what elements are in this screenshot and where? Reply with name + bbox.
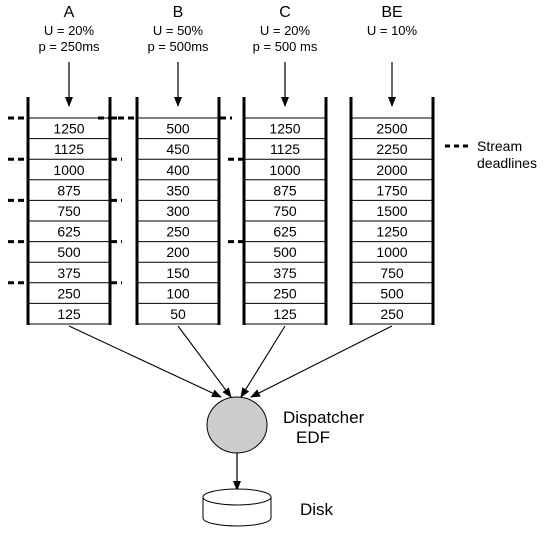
queue-entry-value: 50 [170,306,186,322]
queue-to-dispatcher-arrow [177,325,232,398]
queue-entry-value: 750 [57,203,81,219]
legend: Stream deadlines [445,138,537,171]
queue-to-dispatcher-arrow [240,325,286,398]
dispatcher-node [206,396,268,454]
queue-entry-value: 875 [273,182,297,198]
dispatcher-label: Dispatcher [283,408,365,427]
queue-entry-value: 100 [166,285,190,301]
queues-group: AU = 20%p = 250ms12501125100087575062550… [8,4,435,325]
queue-entry-value: 1000 [376,244,407,260]
queue-entry-value: 2250 [376,141,407,157]
queue-entry-value: 750 [273,203,297,219]
queue-entry-value: 2000 [376,162,407,178]
queue-entry-value: 250 [380,306,404,322]
queue-c: C U = 20%p = 500 ms 1250 1125 1000 875 750 625 5… [228,4,328,325]
queue-entry-value: 750 [380,265,404,281]
queue-entry-value: 375 [273,265,297,281]
queue-entry-value: 500 [166,121,190,137]
dispatcher: Dispatcher EDF [206,396,365,454]
queue-entry-value: 1750 [376,182,407,198]
queue-name: BE [381,4,402,21]
queue-entry-value: 500 [57,244,81,260]
queue-to-dispatcher-arrow [250,325,393,398]
queue-entry-value: 250 [273,285,297,301]
disk: Disk [202,488,334,527]
queue-entry-value: 1250 [53,121,84,137]
queue-utilization: U = 50% [153,23,204,38]
queue-entry-value: 250 [166,224,190,240]
queue-entry-value: 625 [273,224,297,240]
queue-entry-value: 1125 [54,141,84,157]
disk-top [202,488,272,506]
queue-entry-value: 1000 [269,162,300,178]
disk-label: Disk [300,500,334,519]
queue-entry-value: 1250 [376,224,407,240]
queue-entry-value: 500 [273,244,297,260]
queue-entry-value: 1000 [53,162,84,178]
queue-period: p = 250ms [38,39,100,54]
queue-utilization: U = 10% [367,23,418,38]
queue-entry-value: 200 [166,244,190,260]
queue-be: BE U = 10% 2500 2250 2000 1750 1500 1250 1000 750… [349,4,435,325]
queue-entry-value: 625 [57,224,81,240]
queue-entry-value: 150 [166,265,190,281]
legend-label-line2: deadlines [477,155,537,171]
queue-b: B U = 50%p = 500ms 500 450 400 350 300 250 200 15… [98,4,232,325]
queue-entry-value: 1250 [269,121,300,137]
queue-entry-value: 500 [380,285,404,301]
queue-to-dispatcher-arrows [68,325,393,398]
queue-name: C [279,4,291,21]
queue-entry-value: 450 [166,141,190,157]
queue-entry-value: 375 [57,265,81,281]
legend-label-line1: Stream [477,138,522,154]
queue-entry-value: 250 [57,285,81,301]
queue-entry-value: 875 [57,182,81,198]
queue-utilization: U = 20% [44,23,95,38]
queue-entry-value: 300 [166,203,190,219]
queue-a: A U = 20%p = 250ms 1250 1125 1000 875 750 625 50… [8,4,122,325]
queue-name: A [64,4,75,21]
queue-period: p = 500 ms [253,39,318,54]
queue-entry-value: 1500 [376,203,407,219]
queue-to-dispatcher-arrow [68,325,222,398]
queue-period: p = 500ms [147,39,209,54]
queue-utilization: U = 20% [260,23,311,38]
queue-name: B [173,4,184,21]
queue-entry-value: 350 [166,182,190,198]
queue-entry-value: 125 [273,306,297,322]
queue-entry-value: 400 [166,162,190,178]
queue-entry-value: 125 [57,306,81,322]
queue-entry-value: 1125 [270,141,300,157]
queue-entry-value: 2500 [376,121,407,137]
dispatcher-policy-label: EDF [296,428,330,447]
